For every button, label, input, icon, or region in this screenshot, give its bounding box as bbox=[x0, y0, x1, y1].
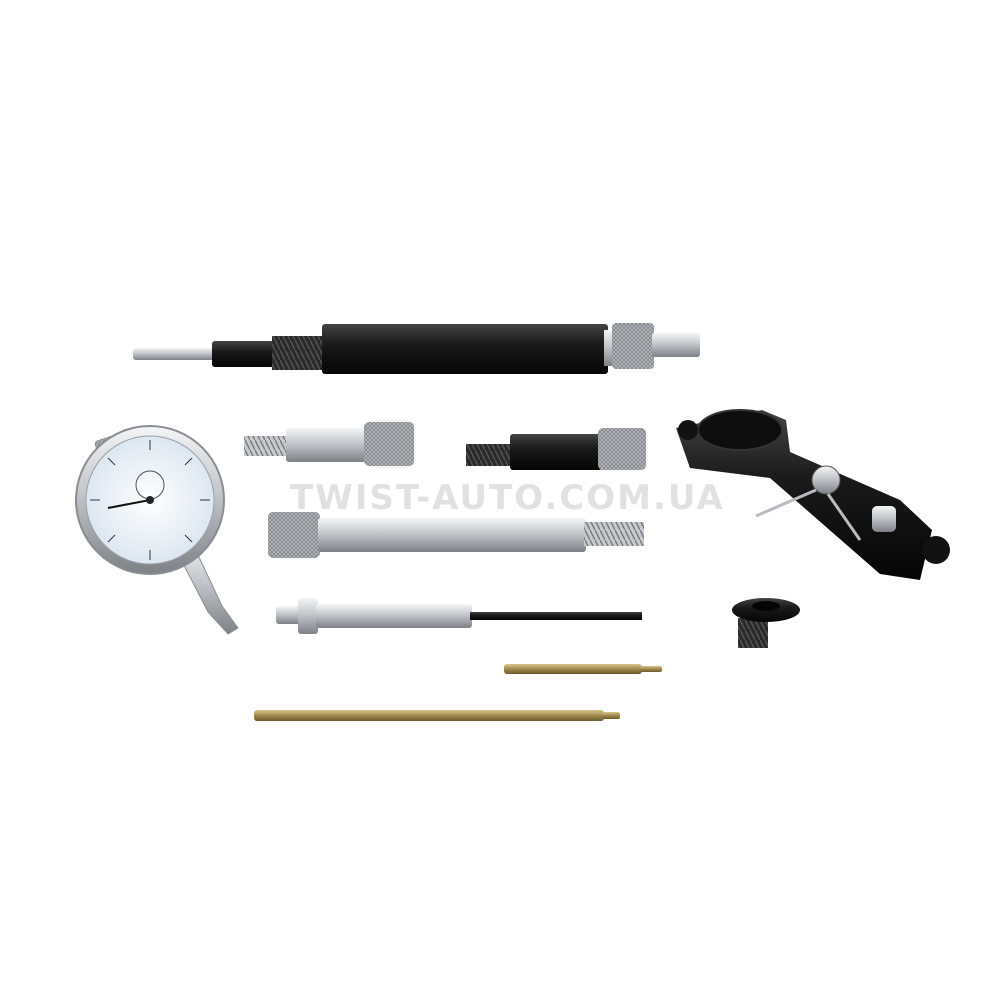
threaded-nut-adapter bbox=[732, 598, 800, 648]
long-black-adapter-rod bbox=[133, 323, 700, 374]
long-brass-pin bbox=[254, 710, 620, 721]
watermark-text: TWIST-AUTO.COM.UA bbox=[290, 478, 725, 518]
short-brass-pin bbox=[504, 664, 662, 674]
black-threaded-adapter bbox=[466, 428, 646, 470]
long-knurled-extension bbox=[268, 512, 644, 558]
short-knurled-adapter bbox=[244, 422, 414, 466]
angled-black-bracket bbox=[676, 409, 950, 580]
stepped-probe-rod bbox=[276, 598, 642, 634]
dial-indicator-gauge bbox=[75, 425, 239, 635]
